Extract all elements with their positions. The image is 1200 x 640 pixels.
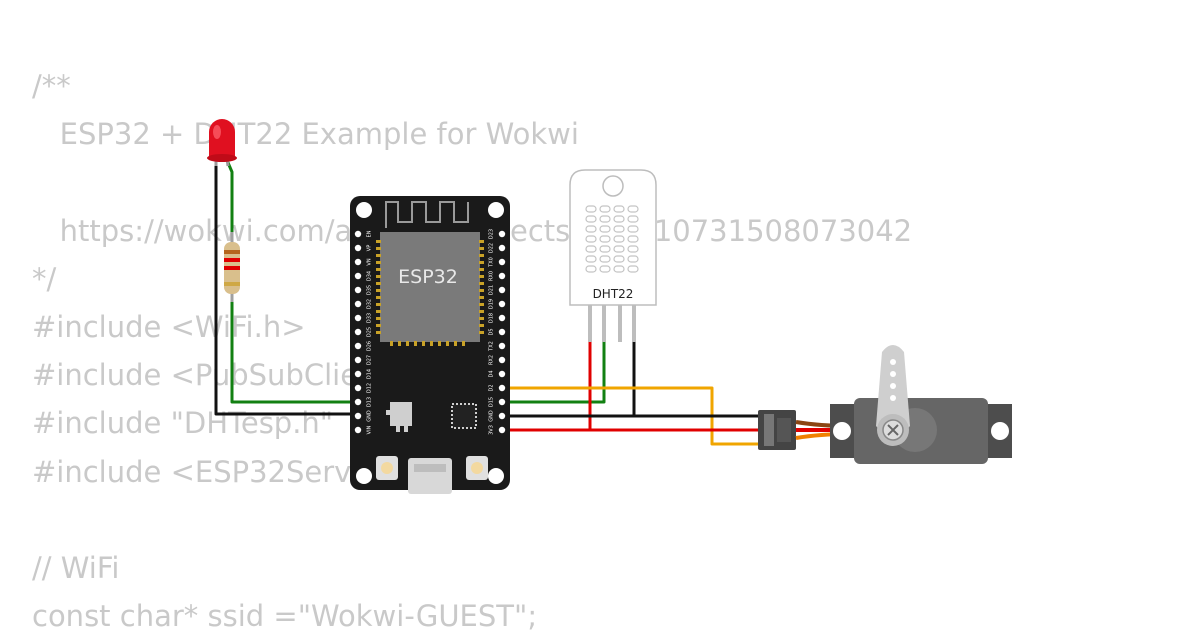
pin-label: D19: [489, 299, 495, 309]
code-line: // WiFi: [32, 550, 120, 585]
esp32-board[interactable]: ESP32 ENVPVND34D35D32D33D25D26D27D14D12D…: [350, 196, 510, 494]
pin-label: VIN: [367, 425, 373, 434]
pin-label: D4: [489, 370, 495, 377]
pin-hole[interactable]: [498, 342, 506, 350]
pin-hole[interactable]: [354, 272, 362, 280]
pin-hole[interactable]: [354, 356, 362, 364]
wire-led-anode[interactable]: [224, 157, 234, 236]
pin-hole[interactable]: [498, 412, 506, 420]
pin-hole[interactable]: [498, 272, 506, 280]
pin-hole[interactable]: [498, 244, 506, 252]
pin-hole[interactable]: [354, 230, 362, 238]
wire-led-gnd[interactable]: [214, 160, 360, 416]
code-line: #include <WiFi.h>: [32, 309, 306, 344]
pin-label: RX0: [489, 271, 495, 281]
pin-hole[interactable]: [354, 384, 362, 392]
pin-label: D5: [489, 328, 495, 335]
pin-label: D12: [367, 383, 373, 393]
code-line: #include "DHTesp.h": [32, 406, 334, 441]
esp32-label: ESP32: [398, 266, 458, 288]
pin-hole[interactable]: [354, 300, 362, 308]
code-line: */: [32, 261, 57, 296]
servo-motor[interactable]: [758, 345, 1012, 464]
pin-label: D15: [489, 397, 495, 407]
pin-hole[interactable]: [498, 286, 506, 294]
reset-button[interactable]: [466, 456, 488, 480]
pin-label: TX2: [489, 341, 495, 352]
code-line: const char* ssid ="Wokwi-GUEST";: [32, 599, 538, 634]
pin-hole[interactable]: [498, 384, 506, 392]
pin-hole[interactable]: [498, 328, 506, 336]
pin-hole[interactable]: [498, 300, 506, 308]
pin-hole[interactable]: [498, 426, 506, 434]
pin-label: D14: [367, 369, 373, 379]
pin-hole[interactable]: [354, 398, 362, 406]
pin-hole[interactable]: [354, 412, 362, 420]
pin-label: D35: [367, 285, 373, 295]
code-line: ESP32 + DHT22 Example for Wokwi: [32, 117, 579, 152]
wires: [214, 157, 760, 446]
pin-hole[interactable]: [354, 314, 362, 322]
pin-hole[interactable]: [354, 370, 362, 378]
pin-label: D34: [367, 271, 373, 281]
dht22-sensor[interactable]: DHT22: [569, 169, 657, 342]
pin-hole[interactable]: [498, 370, 506, 378]
boot-button[interactable]: [376, 456, 398, 480]
pin-hole[interactable]: [354, 244, 362, 252]
pin-hole[interactable]: [498, 314, 506, 322]
red-led[interactable]: [207, 119, 237, 167]
pin-hole[interactable]: [498, 230, 506, 238]
pin-hole[interactable]: [354, 342, 362, 350]
pin-label: D33: [367, 313, 373, 323]
pin-label: TX0: [489, 257, 495, 268]
pin-label: D25: [367, 327, 373, 337]
pin-label: EN: [367, 230, 373, 237]
pin-label: GND: [489, 410, 495, 422]
pin-label: D26: [367, 341, 373, 351]
pin-label: GND: [367, 410, 373, 422]
wire-dht-gnd[interactable]: [502, 340, 636, 418]
usb-port: [408, 458, 452, 494]
wire-resistor-d13[interactable]: [230, 300, 360, 404]
pin-label: D18: [489, 313, 495, 323]
dht22-label: DHT22: [593, 287, 634, 301]
wire-dht-data[interactable]: [502, 340, 606, 404]
pin-label: 3V3: [489, 425, 495, 435]
code-line: /**: [32, 69, 71, 103]
pin-label: D2: [489, 384, 495, 391]
pin-hole[interactable]: [354, 286, 362, 294]
pin-label: D21: [489, 285, 495, 295]
pin-hole[interactable]: [354, 328, 362, 336]
pin-label: D23: [489, 229, 495, 239]
resistor[interactable]: [224, 232, 240, 302]
pin-hole[interactable]: [498, 356, 506, 364]
pin-label: D27: [367, 355, 373, 365]
pin-hole[interactable]: [498, 398, 506, 406]
pin-label: D22: [489, 243, 495, 253]
pin-label: VN: [367, 258, 373, 265]
pin-hole[interactable]: [354, 258, 362, 266]
pin-label: RX2: [489, 355, 495, 365]
pin-label: VP: [367, 245, 373, 251]
pin-label: D13: [367, 397, 373, 407]
pin-hole[interactable]: [498, 258, 506, 266]
pin-label: D32: [367, 299, 373, 309]
pin-hole[interactable]: [354, 426, 362, 434]
